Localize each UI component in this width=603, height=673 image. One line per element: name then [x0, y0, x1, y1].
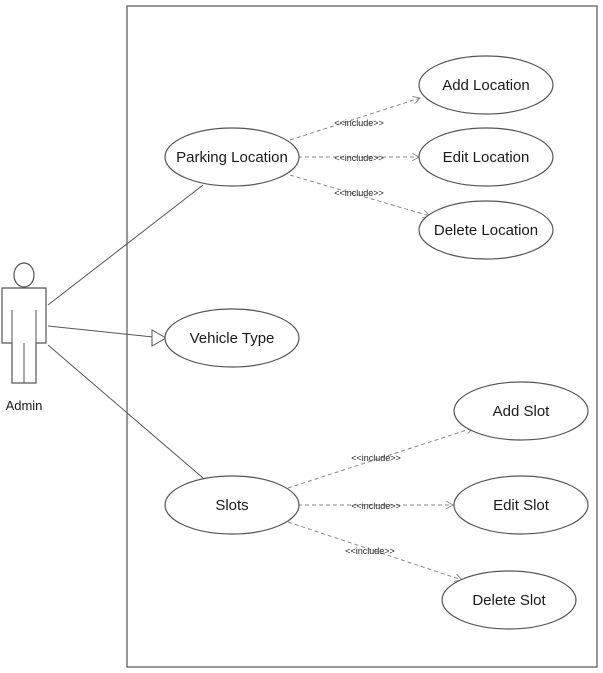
- use-case-label: Vehicle Type: [190, 330, 275, 347]
- use-case-parking-location: Parking Location: [164, 127, 300, 187]
- include-edge-delete-slot: [287, 521, 462, 580]
- use-case-label: Delete Slot: [472, 592, 546, 609]
- actor-body: [1, 287, 47, 384]
- use-case-edit-slot: Edit Slot: [453, 475, 589, 535]
- include-label-add-location: <<include>>: [334, 118, 384, 128]
- include-label-edit-slot: <<include>>: [351, 501, 401, 511]
- include-edge-add-slot: [287, 428, 473, 489]
- use-case-label: Slots: [215, 497, 248, 514]
- actor-head: [13, 262, 35, 288]
- include-label-delete-slot: <<include>>: [345, 546, 395, 556]
- system-boundary: [126, 5, 598, 668]
- include-label-add-slot: <<include>>: [351, 453, 401, 463]
- include-label-edit-location: <<include>>: [334, 153, 384, 163]
- use-case-slots: Slots: [164, 475, 300, 535]
- include-label-delete-location: <<include>>: [334, 188, 384, 198]
- assoc-vehicle-type: [47, 325, 154, 338]
- use-case-label: Edit Slot: [493, 497, 550, 514]
- actor-name: Admin: [6, 398, 43, 413]
- use-case-label: Parking Location: [176, 149, 288, 166]
- use-case-delete-slot: Delete Slot: [441, 570, 577, 630]
- admin-actor: Admin: [1, 262, 47, 413]
- use-case-edit-location: Edit Location: [418, 127, 554, 187]
- vehicle-type-arrowhead: [151, 329, 168, 347]
- use-case-add-slot: Add Slot: [453, 381, 589, 441]
- assoc-slots: [47, 344, 204, 479]
- use-case-label: Edit Location: [443, 149, 530, 166]
- use-case-label: Add Location: [442, 77, 530, 94]
- use-case-label: Add Slot: [493, 403, 551, 420]
- include-edge-delete-location: [289, 174, 430, 216]
- use-case-delete-location: Delete Location: [418, 200, 554, 260]
- use-case-add-location: Add Location: [418, 55, 554, 115]
- use-case-vehicle-type: Vehicle Type: [164, 308, 300, 368]
- assoc-parking-location: [47, 184, 204, 306]
- include-edge-add-location: [289, 98, 420, 141]
- use-case-label: Delete Location: [434, 222, 538, 239]
